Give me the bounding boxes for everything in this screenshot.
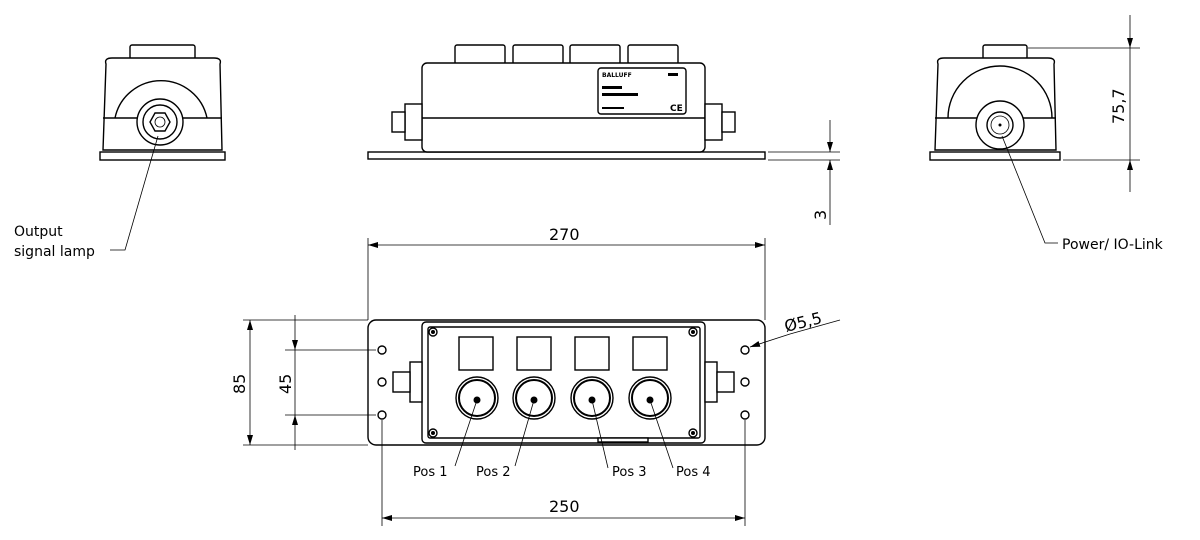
- dim-height: 75,7: [1109, 88, 1128, 124]
- dim-hole-diameter: Ø5,5: [782, 308, 824, 336]
- top-view: Pos 1 Pos 2 Pos 3 Pos 4 270 250 85 45 Ø5…: [230, 225, 841, 526]
- front-view: BALLUFF CE 3: [367, 44, 840, 225]
- output-lamp-leader: [110, 135, 159, 251]
- svg-text:CE: CE: [670, 104, 683, 114]
- lamp-windows: [458, 336, 668, 371]
- screws: [428, 327, 698, 438]
- dim-plate-thickness: 3: [811, 210, 830, 220]
- left-side-view: Output signal lamp: [14, 44, 226, 260]
- pos-1-label: Pos 1: [413, 465, 448, 480]
- output-lamp-label-1: Output: [14, 224, 63, 240]
- dim-hole-spacing-width: 45: [276, 374, 295, 394]
- sensor-positions: [455, 376, 672, 420]
- brand-logo: BALLUFF: [602, 72, 632, 79]
- output-lamp-label-2: signal lamp: [14, 244, 95, 260]
- dim-plate-width: 85: [230, 374, 249, 394]
- dim-total-length: 270: [549, 225, 580, 244]
- mounting-holes: [377, 345, 750, 420]
- pos-2-label: Pos 2: [476, 465, 511, 480]
- power-iolink-leader: [1001, 135, 1058, 244]
- pos-3-label: Pos 3: [612, 465, 647, 480]
- signal-lamp-connector: [136, 98, 184, 146]
- pos-4-label: Pos 4: [676, 465, 711, 480]
- dim-hole-spacing-length: 250: [549, 497, 580, 516]
- power-iolink-label: Power/ IO-Link: [1062, 237, 1164, 253]
- right-side-view: Power/ IO-Link 75,7: [929, 15, 1164, 253]
- product-label: [597, 67, 687, 115]
